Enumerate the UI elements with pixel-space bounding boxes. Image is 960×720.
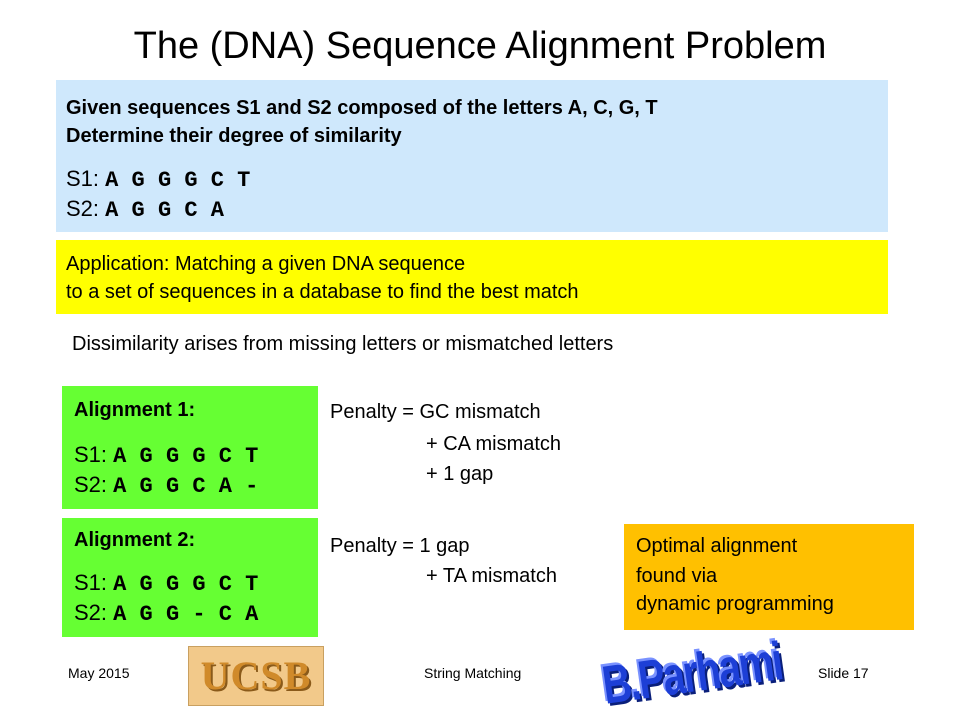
alignment-2-s1: S1: A G G G C T (74, 570, 258, 598)
ucsb-logo-text: UCSB (200, 653, 312, 698)
s2-label: S2: (74, 600, 114, 625)
s1-sequence: A G G G C T (113, 444, 259, 469)
s2-label: S2: (66, 196, 106, 221)
penalty-1-line-1: Penalty = GC mismatch (330, 401, 541, 423)
alignment-1-s2: S2: A G G C A - (74, 472, 258, 500)
slide-title: The (DNA) Sequence Alignment Problem (133, 25, 827, 67)
optimal-line-3: dynamic programming (636, 593, 834, 615)
problem-s2: S2: A G G C A (66, 196, 224, 224)
s1-sequence: A G G G C T (105, 168, 251, 193)
alignment-2-s2: S2: A G G - C A (74, 600, 258, 628)
s1-sequence: A G G G C T (113, 572, 259, 597)
s2-sequence: A G G - C A (113, 602, 259, 627)
s1-label: S1: (66, 166, 106, 191)
penalty-1-line-2: + CA mismatch (426, 433, 562, 455)
s1-label: S1: (74, 570, 114, 595)
problem-line-2: Determine their degree of similarity (66, 125, 402, 147)
footer-slide-number: Slide 17 (818, 665, 869, 681)
s1-label: S1: (74, 442, 114, 467)
alignment-1-s1: S1: A G G G C T (74, 442, 258, 470)
optimal-line-1: Optimal alignment (636, 535, 798, 557)
optimal-box: Optimal alignment found via dynamic prog… (624, 524, 914, 630)
alignment-2-heading: Alignment 2: (74, 529, 196, 551)
alignment-2-box: Alignment 2: S1: A G G G C T S2: A G G -… (62, 518, 318, 637)
optimal-line-2: found via (636, 565, 718, 587)
footer-topic: String Matching (424, 665, 522, 681)
application-line-2: to a set of sequences in a database to f… (66, 281, 579, 303)
s2-label: S2: (74, 472, 114, 497)
problem-s1: S1: A G G G C T (66, 166, 250, 194)
ucsb-logo: UCSB (188, 646, 324, 706)
problem-line-1: Given sequences S1 and S2 composed of th… (66, 97, 658, 119)
author-logo-text: B.Parhami (598, 632, 786, 716)
alignment-1-box: Alignment 1: S1: A G G G C T S2: A G G C… (62, 386, 318, 509)
author-logo: B.Parhami (599, 632, 785, 716)
s2-sequence: A G G C A (105, 198, 224, 223)
dissimilarity-note: Dissimilarity arises from missing letter… (72, 333, 614, 355)
penalty-1-line-3: + 1 gap (426, 463, 494, 485)
application-line-1: Application: Matching a given DNA sequen… (66, 253, 466, 275)
s2-sequence: A G G C A - (113, 474, 259, 499)
penalty-2-line-2: + TA mismatch (426, 565, 557, 587)
alignment-1-heading: Alignment 1: (74, 399, 196, 421)
problem-box: Given sequences S1 and S2 composed of th… (56, 80, 888, 232)
application-box: Application: Matching a given DNA sequen… (56, 240, 888, 314)
footer-date: May 2015 (68, 665, 130, 681)
penalty-2-line-1: Penalty = 1 gap (330, 535, 470, 557)
